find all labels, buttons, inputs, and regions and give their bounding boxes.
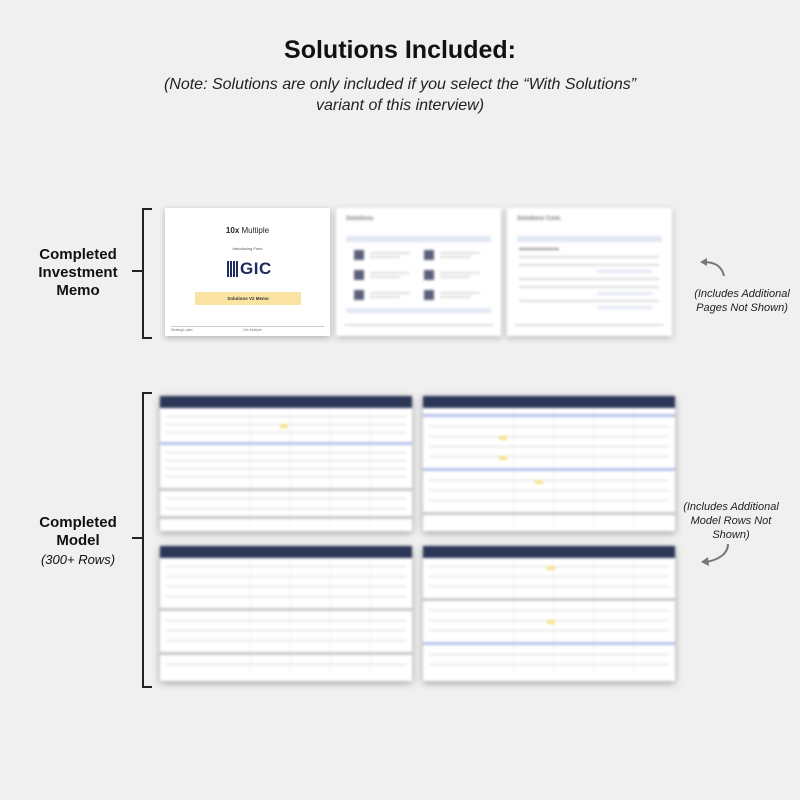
gic-logo-text: GIC — [240, 259, 272, 278]
cover-brand: 10x Multiple — [165, 226, 330, 235]
model-label-text: Completed Model — [39, 514, 117, 549]
page3-heading: Solutions Cont. — [517, 216, 562, 222]
cover-footer-center: 10x Multiple — [243, 328, 262, 332]
model-side-note: (Includes Additional Model Rows Not Show… — [683, 501, 779, 541]
curved-arrow-icon — [700, 258, 725, 277]
page-title: Solutions Included: — [284, 36, 516, 64]
curved-arrow-icon — [701, 543, 729, 566]
cover-brand-bold: 10x — [225, 226, 240, 235]
page2-heading: Solutions — [346, 216, 374, 222]
cover-brand-rest: Multiple — [239, 226, 270, 235]
cover-memo-band: Solutions V2 Memo — [195, 292, 301, 305]
cover-subtitle: Introducing Fund — [232, 246, 263, 251]
model-bracket — [142, 392, 152, 688]
memo-bracket — [142, 208, 152, 339]
model-sheet-3 — [160, 546, 412, 681]
model-bracket-tick — [132, 537, 142, 539]
gic-logo-icon: GIC — [227, 258, 277, 280]
memo-section-label: Completed Investment Memo — [30, 246, 126, 300]
model-sheet-4 — [423, 546, 675, 681]
model-sheet-1 — [160, 396, 412, 531]
memo-cover-page: 10x Multiple Introducing Fund GIC Soluti… — [165, 208, 330, 336]
cover-footer: Strategic plan 10x Multiple — [171, 326, 324, 332]
model-sheet-2 — [423, 396, 675, 531]
memo-page-solutions: Solutions — [336, 208, 501, 336]
model-sublabel: (300+ Rows) — [40, 552, 116, 567]
cover-footer-left: Strategic plan — [171, 328, 193, 332]
solutions-note: (Note: Solutions are only included if yo… — [163, 76, 637, 114]
model-section-label: Completed Model (300+ Rows) — [26, 514, 130, 569]
memo-side-note: (Includes Additional Pages Not Shown) — [694, 288, 790, 314]
memo-bracket-tick — [132, 270, 142, 272]
memo-label-text: Completed Investment Memo — [38, 246, 118, 299]
memo-page-solutions-cont: Solutions Cont. — [507, 208, 672, 336]
